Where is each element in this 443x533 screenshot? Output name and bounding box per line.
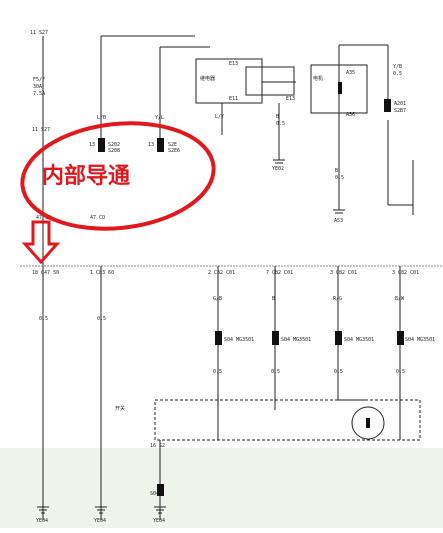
ground-label: A53: [334, 218, 343, 224]
fuse-label: F5/F: [33, 77, 45, 83]
pin-label: E13: [229, 61, 238, 67]
conn-label: 47 CO: [36, 215, 51, 221]
ground-label: YE02: [272, 166, 284, 172]
ground-label: YE04: [94, 518, 106, 524]
motor-box: [310, 64, 368, 114]
wire-label: 0.5: [213, 369, 222, 375]
wire-label: R/G: [333, 296, 342, 302]
wire-label: Y/L: [155, 115, 164, 121]
bus-conn-label: 3 C82 C01: [330, 270, 357, 276]
conn-label: 16 S2: [150, 443, 165, 449]
conn-label: S2E6: [168, 148, 180, 154]
wire-label: 0.5: [39, 316, 48, 322]
conn-label: S208: [108, 148, 120, 154]
motor-label: 电机: [313, 75, 323, 82]
wire-label: 0.5: [271, 369, 280, 375]
conn-label: S2E: [168, 142, 177, 148]
device-label: S04 MG3501: [405, 337, 435, 343]
wire-label: 0.5: [396, 369, 405, 375]
device-label: S04 MG3501: [224, 337, 254, 343]
wire-label: 0.5: [335, 175, 344, 181]
device-label: S04 MG3501: [344, 337, 374, 343]
wire-label: G/B: [213, 296, 222, 302]
wire-label: 0.5: [334, 369, 343, 375]
wire-label: 0.5: [393, 71, 402, 77]
device-label: S04 MG3501: [281, 337, 311, 343]
wire-label: L/Y: [215, 114, 224, 120]
conn-label: 47 CO: [90, 215, 105, 221]
wire-label: B: [272, 296, 275, 302]
pin-label: E11: [229, 96, 238, 102]
arrow-down-icon: [21, 220, 61, 265]
relay-box: [195, 58, 263, 104]
fuse-label: 7.5A: [33, 91, 45, 97]
conn-label: A201: [394, 101, 406, 107]
bottom-shade: [0, 448, 443, 528]
pin-label: A35: [346, 70, 355, 76]
wire-label: L/B: [97, 115, 106, 121]
ground-label: YE04: [36, 518, 48, 524]
conn-label: S04: [150, 491, 159, 497]
bus-conn-label: 1 C83 60: [90, 270, 114, 276]
conn-label: S2B7: [394, 108, 406, 114]
wire-label: Y/B: [393, 64, 402, 70]
bus-conn-label: 3 C82 C01: [392, 270, 419, 276]
bus-conn-label: 18 C47 50: [32, 270, 59, 276]
conn-label: S202: [108, 142, 120, 148]
wire-label: B/W: [395, 296, 405, 302]
bus-conn-label: 2 C82 C01: [208, 270, 235, 276]
fuse-label: 30A: [33, 84, 42, 90]
wire-label: 0.5: [97, 316, 106, 322]
ground-label: YE04: [153, 518, 165, 524]
callout-ellipse: [20, 121, 216, 231]
wire-label: B: [335, 168, 338, 174]
switch-label: 开关: [115, 405, 125, 412]
conn-label: 13: [89, 142, 95, 148]
wire-label: B: [276, 114, 279, 120]
pin-label: E13: [286, 96, 295, 102]
conn-label: 11 S27: [32, 127, 50, 133]
conn-label: 13: [148, 142, 154, 148]
pin-label: A36: [346, 112, 355, 118]
relay-label: 继电器: [200, 75, 215, 82]
bus-conn-label: 7 C82 C01: [266, 270, 293, 276]
callout-text: 内部导通: [42, 163, 130, 189]
wire-label: 0.5: [276, 121, 285, 127]
conn-label: 11 S27: [30, 30, 48, 36]
